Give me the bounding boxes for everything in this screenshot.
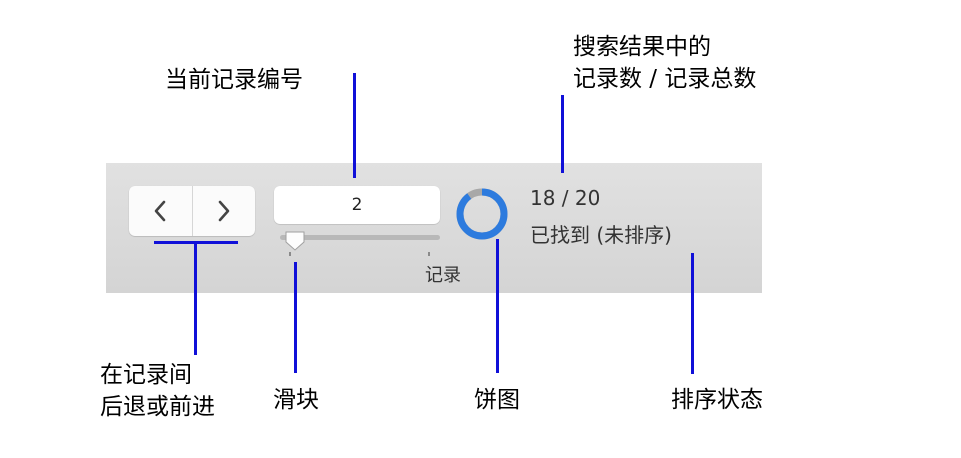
callout-line-record-number <box>353 73 356 178</box>
previous-record-button[interactable] <box>129 186 192 236</box>
record-slider-track[interactable] <box>280 235 440 240</box>
sort-status: 已找到 (未排序) <box>530 223 672 247</box>
current-record-field[interactable] <box>274 186 440 224</box>
callout-line-sort <box>691 253 694 374</box>
slider-tick <box>289 252 291 256</box>
pie-found-ring <box>456 188 508 240</box>
callout-line-slider <box>294 262 297 373</box>
callout-found-total-line2: 记录数 / 记录总数 <box>573 66 757 92</box>
record-slider-thumb[interactable] <box>284 230 306 252</box>
chevron-left-icon <box>154 200 166 222</box>
callout-line-pie <box>496 239 499 373</box>
found-count: 18 / 20 <box>530 186 601 210</box>
callout-sort: 排序状态 <box>671 387 763 413</box>
callout-current-record: 当前记录编号 <box>165 67 303 93</box>
callout-nav-line2: 后退或前进 <box>100 394 215 420</box>
callout-line-found-count <box>561 95 564 173</box>
next-record-button[interactable] <box>191 186 256 236</box>
callout-pie: 饼图 <box>474 387 520 413</box>
callout-line-navigation <box>194 243 197 355</box>
chevron-right-icon <box>218 200 230 222</box>
callout-nav-line1: 在记录间 <box>100 362 192 388</box>
callout-slider: 滑块 <box>273 387 319 413</box>
slider-tick <box>428 252 430 256</box>
callout-found-total-line1: 搜索结果中的 <box>573 34 711 60</box>
callout-bracket-navigation <box>154 241 238 244</box>
found-pie-chart <box>456 188 508 240</box>
slider-label: 记录 <box>425 265 461 286</box>
record-navigation-control <box>129 186 255 236</box>
